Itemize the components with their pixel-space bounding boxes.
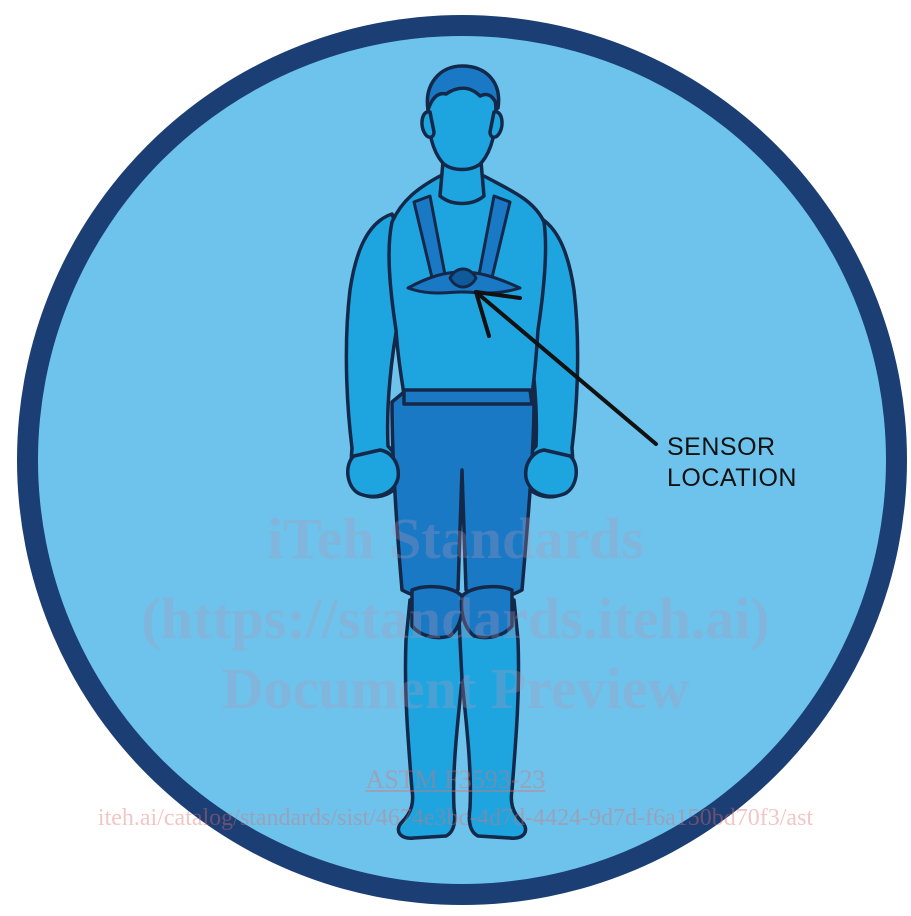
right-ear <box>490 112 502 137</box>
watermark-line-2: (https://standards.iteh.ai) <box>0 585 911 652</box>
left-fist <box>348 450 399 496</box>
shorts-waistband <box>404 390 532 404</box>
watermark-line-5: iteh.ai/catalog/standards/sist/4674e3bc-… <box>0 805 911 832</box>
left-ear <box>422 112 434 137</box>
callout-line-2: LOCATION <box>667 463 797 494</box>
sensor-pod <box>450 269 476 287</box>
watermark-line-4[interactable]: ASTM F3593-23 <box>0 765 911 795</box>
watermark-line-3: Document Preview <box>0 655 911 722</box>
callout-line-1: SENSOR <box>667 432 797 463</box>
sensor-location-label: SENSOR LOCATION <box>667 432 797 494</box>
right-fist <box>526 450 577 496</box>
watermark-line-1: iTeh Standards <box>0 505 911 572</box>
